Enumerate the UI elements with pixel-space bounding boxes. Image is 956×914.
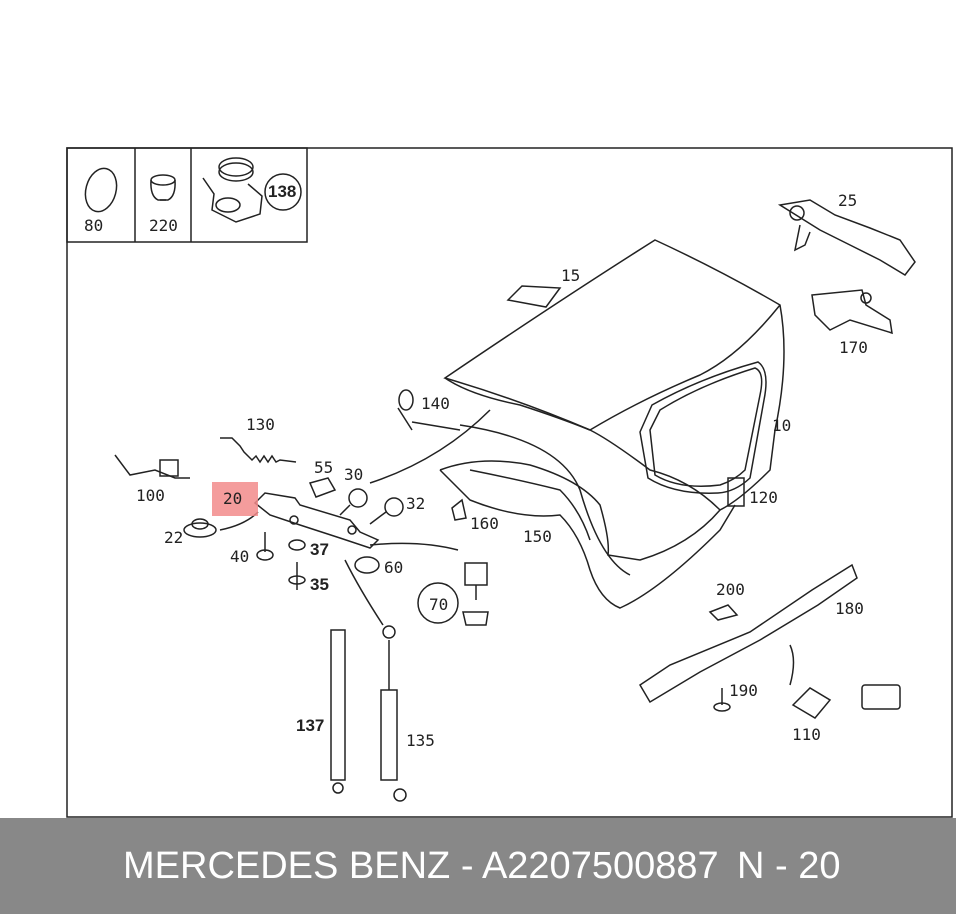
- label-22: 22: [164, 528, 184, 547]
- label-55: 55: [314, 458, 334, 477]
- screw-190: [713, 688, 731, 712]
- bracket-170: [811, 289, 893, 335]
- lamp-110: [791, 684, 901, 719]
- label-120: 120: [749, 488, 778, 507]
- label-10: 10: [772, 416, 792, 435]
- bump-stop-120: [727, 477, 745, 507]
- label-25: 25: [838, 191, 858, 210]
- label-160: 160: [470, 514, 499, 533]
- label-35: 35: [310, 575, 329, 594]
- latch-assembly: [777, 199, 916, 276]
- trunk-lid-outline: [443, 239, 785, 511]
- diagram-frame: [66, 147, 953, 818]
- bushing-60: [354, 556, 380, 574]
- o-ring-icon: [84, 167, 118, 213]
- hinge-20: [253, 492, 380, 549]
- block-55: [308, 477, 337, 498]
- clip-200: [708, 604, 739, 621]
- cable-100: [114, 454, 190, 479]
- label-140: 140: [421, 394, 450, 413]
- label-37: 37: [310, 540, 329, 559]
- trunk-seal-outline: [439, 424, 736, 609]
- label-15: 15: [561, 266, 581, 285]
- highlight-box: [212, 482, 258, 516]
- bolt-40: [256, 532, 274, 561]
- label-40: 40: [230, 547, 250, 566]
- label-80: 80: [84, 216, 104, 235]
- footer-position: N - 20: [737, 845, 841, 887]
- gas-strut-135: [380, 625, 407, 802]
- grommet-nut-icon: [202, 157, 302, 223]
- arrows: [219, 409, 795, 686]
- label-135: 135: [406, 731, 435, 750]
- label-137: 137: [296, 716, 325, 735]
- label-180: 180: [835, 599, 864, 618]
- footer-bar: MERCEDES BENZ - A2207500887 N - 20: [0, 818, 956, 914]
- fastener-70: [417, 562, 489, 626]
- label-138: 138: [268, 182, 297, 201]
- label-30: 30: [344, 465, 364, 484]
- label-130: 130: [246, 415, 275, 434]
- label-190: 190: [729, 681, 758, 700]
- label-100: 100: [136, 486, 165, 505]
- label-150: 150: [523, 527, 552, 546]
- label-110: 110: [792, 725, 821, 744]
- bolt-32: [369, 497, 404, 525]
- clip-140: [397, 389, 461, 431]
- label-60: 60: [384, 558, 404, 577]
- inset-box: [66, 147, 308, 243]
- bolt-30: [339, 488, 368, 516]
- label-20: 20: [223, 489, 243, 508]
- label-200: 200: [716, 580, 745, 599]
- clip-160: [451, 498, 467, 521]
- trim-strip-180: [638, 563, 858, 704]
- spring-130: [220, 437, 297, 464]
- pad-15: [506, 285, 562, 308]
- footer-part-number: MERCEDES BENZ - A2207500887: [123, 845, 719, 887]
- label-70: 70: [429, 595, 449, 614]
- label-220: 220: [149, 216, 178, 235]
- nut-22: [183, 518, 217, 538]
- plug-icon: [150, 174, 176, 201]
- label-170: 170: [839, 338, 868, 357]
- washer-37: [288, 539, 306, 551]
- spring-137: [330, 629, 346, 794]
- bolt-35: [288, 562, 306, 590]
- label-32: 32: [406, 494, 426, 513]
